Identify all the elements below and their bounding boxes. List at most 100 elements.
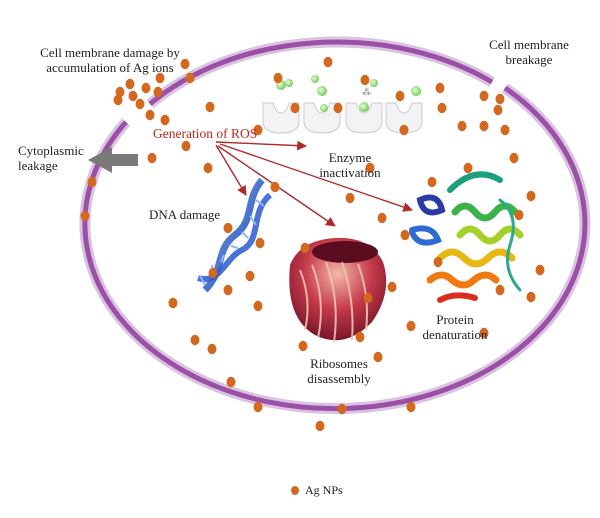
ag-nanoparticle — [128, 90, 138, 102]
ag-nanoparticle — [345, 192, 355, 204]
ag-nanoparticle — [160, 114, 170, 126]
membrane-breakage-line1: Cell membrane — [489, 37, 569, 52]
ag-nanoparticle — [399, 124, 409, 136]
protein-line1: Protein — [436, 312, 474, 327]
ag-nanoparticle — [223, 222, 233, 234]
ag-nanoparticle — [526, 291, 536, 303]
ag-nanoparticle — [80, 210, 90, 222]
arrow-to-enzyme — [215, 140, 307, 151]
ag-nanoparticle — [463, 162, 473, 174]
ag-nanoparticle — [205, 101, 215, 113]
ag-nanoparticle — [207, 343, 217, 355]
cytoplasmic-leakage-label: Cytoplasmic leakage — [18, 143, 84, 173]
ag-nanoparticle — [253, 300, 263, 312]
ag-nanoparticle — [270, 181, 280, 193]
ag-nanoparticle — [427, 176, 437, 188]
ag-nanoparticle — [333, 102, 343, 114]
ag-nanoparticle — [168, 297, 178, 309]
ag-nanoparticle — [190, 334, 200, 346]
membrane-breakage-label: Cell membrane breakage — [474, 37, 584, 67]
ag-nanoparticle — [323, 56, 333, 68]
legend: Ag NPs — [291, 483, 343, 498]
ag-nanoparticle — [253, 401, 263, 413]
ag-nanoparticle — [337, 403, 347, 415]
ag-nanoparticle — [360, 74, 370, 86]
ribosomes-line2: disassembly — [307, 371, 371, 386]
ag-nanoparticle — [365, 162, 375, 174]
ag-nanoparticle — [479, 90, 489, 102]
enzyme-inactivation-label: Enzyme inactivation — [300, 150, 400, 180]
ag-nanoparticle — [245, 270, 255, 282]
cytoplasmic-leakage-arrow — [88, 147, 138, 173]
ag-nanoparticle — [406, 320, 416, 332]
enzyme-icons: ⁂ — [262, 75, 423, 134]
ag-nanoparticle — [155, 72, 165, 84]
ag-np-legend-icon — [291, 486, 299, 495]
ag-nanoparticle — [223, 284, 233, 296]
ag-nanoparticle — [433, 256, 443, 268]
ag-nanoparticle — [208, 267, 218, 279]
ag-nanoparticle — [145, 109, 155, 121]
ag-nanoparticle — [435, 82, 445, 94]
ag-nanoparticle — [298, 340, 308, 352]
ag-nanoparticle — [147, 152, 157, 164]
ag-nanoparticle — [406, 401, 416, 413]
ag-nanoparticle — [135, 98, 145, 110]
ag-nanoparticle — [141, 82, 151, 94]
enzyme-line2: inactivation — [319, 165, 381, 180]
protein-structure-icon — [409, 171, 524, 303]
ag-nanoparticle — [514, 209, 524, 221]
ribosome-icon — [289, 237, 387, 343]
ros-label: Generation of ROS — [153, 126, 258, 141]
ag-nanoparticle — [535, 264, 545, 276]
ag-nanoparticles — [80, 56, 545, 432]
ag-nanoparticle — [400, 229, 410, 241]
protein-line2: denaturation — [422, 327, 488, 342]
ag-nanoparticle — [203, 162, 213, 174]
ribosomes-disassembly-label: Ribosomes disassembly — [284, 356, 394, 386]
ag-nanoparticle — [479, 327, 489, 339]
ag-nanoparticle — [180, 58, 190, 70]
ag-nanoparticle — [113, 94, 123, 106]
membrane-damage-line2: accumulation of Ag ions — [46, 60, 174, 75]
ribosomes-line1: Ribosomes — [310, 356, 368, 371]
ag-nanoparticle — [125, 78, 135, 90]
arrow-to-protein — [219, 143, 413, 212]
membrane-damage-line1: Cell membrane damage by — [40, 45, 180, 60]
cytoplasmic-leakage-line1: Cytoplasmic — [18, 143, 84, 158]
ag-nanoparticle — [457, 120, 467, 132]
ag-nanoparticle — [500, 124, 510, 136]
legend-label: Ag NPs — [305, 483, 343, 497]
ag-nanoparticle — [300, 242, 310, 254]
ag-nanoparticle — [387, 281, 397, 293]
ag-nanoparticle — [363, 292, 373, 304]
svg-text:⁂: ⁂ — [362, 87, 371, 97]
ag-nanoparticle — [493, 104, 503, 116]
enzyme-line1: Enzyme — [328, 150, 372, 165]
ag-nanoparticle — [273, 72, 283, 84]
ag-nanoparticle — [115, 86, 125, 98]
ag-nanoparticle — [253, 124, 263, 136]
ag-nanoparticle — [153, 86, 163, 98]
ag-nanoparticle — [87, 176, 97, 188]
arrow-to-dna — [215, 144, 247, 196]
ag-nanoparticle — [526, 190, 536, 202]
ag-nanoparticle — [185, 72, 195, 84]
ag-nanoparticle — [355, 331, 365, 343]
ag-nanoparticle — [377, 212, 387, 224]
ag-nanoparticle — [255, 237, 265, 249]
ag-nanoparticle — [495, 284, 505, 296]
ag-nanoparticle — [437, 102, 447, 114]
ag-nanoparticle — [226, 376, 236, 388]
ag-nanoparticle — [315, 420, 325, 432]
ag-nanoparticle — [479, 120, 489, 132]
membrane-damage-label: Cell membrane damage by accumulation of … — [25, 45, 195, 75]
ag-nanoparticle — [509, 152, 519, 164]
ros-arrows — [215, 140, 413, 227]
ag-nanoparticle — [495, 93, 505, 105]
ag-nanoparticle — [373, 351, 383, 363]
ag-nanoparticle — [290, 102, 300, 114]
ag-nanoparticle — [181, 140, 191, 152]
membrane-breakage-line2: breakage — [505, 52, 553, 67]
